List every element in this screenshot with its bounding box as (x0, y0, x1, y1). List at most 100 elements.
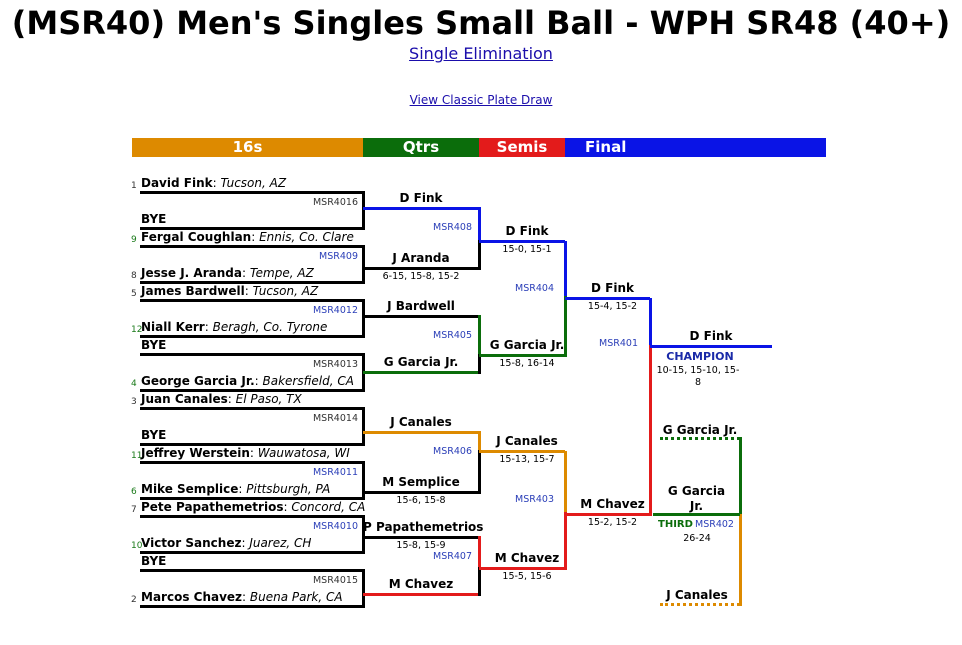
player-entry[interactable]: David Fink: Tucson, AZ (141, 176, 286, 190)
player-name: Jesse J. Aranda (141, 266, 242, 280)
match-code[interactable]: MSR409 (319, 251, 358, 262)
player-name: Marcos Chavez (141, 590, 243, 604)
format-link[interactable]: Single Elimination (409, 44, 553, 63)
name-separator: : (249, 446, 258, 460)
third-label: THIRD (658, 519, 693, 530)
match-connector (361, 461, 365, 500)
match-code[interactable]: MSR4014 (312, 413, 358, 424)
player-name: Jeffrey Werstein (141, 446, 250, 460)
winner-name: J Canales (390, 415, 452, 429)
player-entry[interactable]: George Garcia Jr.: Bakersfield, CA (141, 374, 354, 388)
match-code[interactable]: MSR403 (515, 494, 554, 505)
winner-name: D Fink (591, 281, 634, 295)
seed-number: 7 (131, 505, 137, 515)
classic-draw-link[interactable]: View Classic Plate Draw (409, 93, 553, 107)
player-line (140, 442, 363, 446)
match-code[interactable]: MSR4015 (312, 575, 358, 586)
champion-name: D Fink (689, 329, 733, 343)
third-top-line (660, 436, 740, 440)
seed-number: 6 (131, 487, 137, 497)
player-entry[interactable]: Jesse J. Aranda: Tempe, AZ (141, 266, 314, 280)
winner-name: G Garcia Jr. (383, 355, 459, 369)
match-code[interactable]: MSR404 (515, 283, 554, 294)
match-code[interactable]: MSR4010 (312, 521, 358, 532)
player-name: Fergal Coughlan (141, 230, 252, 244)
player-line (140, 460, 363, 464)
player-entry[interactable]: Mike Semplice: Pittsburgh, PA (141, 482, 330, 496)
seed-number: 4 (131, 379, 137, 389)
winner-name: M Chavez (388, 577, 454, 591)
winner-name: D Fink (505, 224, 549, 238)
player-entry[interactable]: Victor Sanchez: Juarez, CH (141, 536, 311, 550)
player-line (140, 226, 363, 230)
match-score: 15-4, 15-2 (587, 301, 638, 312)
match-score: 15-0, 15-1 (502, 244, 552, 255)
bye-label: BYE (141, 212, 167, 226)
match-code[interactable]: MSR407 (433, 551, 472, 562)
player-location: Beragh, Co. Tyrone (212, 320, 328, 334)
winner-name: J Canales (496, 434, 558, 448)
player-name: James Bardwell (141, 284, 245, 298)
player-entry[interactable]: James Bardwell: Tucson, AZ (141, 284, 318, 298)
match-connector (563, 241, 567, 298)
player-line (140, 568, 363, 572)
match-connector (361, 515, 365, 554)
player-name: David Fink (141, 176, 213, 190)
match-code[interactable]: MSR402 (695, 519, 734, 530)
winner-line (479, 353, 565, 357)
match-code[interactable]: MSR408 (433, 222, 472, 233)
player-entry[interactable]: Niall Kerr: Beragh, Co. Tyrone (141, 320, 327, 334)
bye-label: BYE (141, 554, 167, 568)
name-separator: : (227, 392, 236, 406)
match-code[interactable]: MSR4012 (312, 305, 358, 316)
seed-number: 9 (131, 235, 137, 245)
match-code[interactable]: MSR4011 (312, 467, 358, 478)
match-code[interactable]: MSR406 (433, 446, 472, 457)
match-score: 15-6, 15-8 (396, 495, 446, 506)
round-header-qtrs: Qtrs (363, 138, 479, 157)
player-line (140, 496, 363, 500)
player-entry[interactable]: Pete Papathemetrios: Concord, CA (141, 500, 365, 514)
winner-line (363, 535, 479, 539)
player-name: George Garcia Jr. (141, 374, 255, 388)
match-connector (361, 407, 365, 446)
player-name: Niall Kerr (141, 320, 205, 334)
match-code[interactable]: MSR405 (433, 330, 472, 341)
name-separator: : (251, 230, 260, 244)
player-entry[interactable]: Fergal Coughlan: Ennis, Co. Clare (141, 230, 354, 244)
bye-label: BYE (141, 428, 167, 442)
seed-number: 11 (131, 451, 143, 461)
player-line (140, 334, 363, 338)
winner-line (363, 592, 479, 596)
match-connector (361, 569, 365, 608)
player-line (140, 406, 363, 410)
match-score: 15-5, 15-6 (502, 571, 552, 582)
third-score: 26-24 (683, 533, 711, 544)
match-connector (477, 315, 481, 356)
match-connector (563, 296, 567, 357)
name-separator: : (241, 266, 250, 280)
seed-number: 12 (131, 325, 143, 335)
player-entry[interactable]: Marcos Chavez: Buena Park, CA (141, 590, 343, 604)
player-location: Juarez, CH (249, 536, 312, 550)
match-connector (738, 514, 742, 606)
match-score: 15-8, 15-9 (396, 540, 446, 551)
player-entry[interactable]: Jeffrey Werstein: Wauwatosa, WI (141, 446, 350, 460)
player-name: Victor Sanchez (141, 536, 242, 550)
match-code[interactable]: MSR4016 (312, 197, 358, 208)
name-separator: : (204, 320, 213, 334)
player-entry[interactable]: Juan Canales: El Paso, TX (141, 392, 302, 406)
match-code[interactable]: MSR4013 (312, 359, 358, 370)
page-title: (MSR40) Men's Singles Small Ball - WPH S… (11, 4, 951, 42)
final-score: 10-15, 15-10, 15- 8 (656, 365, 740, 388)
third-bottom-name: J Canales (666, 588, 728, 602)
match-connector (477, 536, 481, 569)
match-code[interactable]: MSR401 (599, 338, 638, 349)
winner-line (565, 296, 650, 300)
seed-number: 3 (131, 397, 137, 407)
match-score: 15-2, 15-2 (587, 517, 638, 528)
name-separator: : (244, 284, 253, 298)
match-connector (477, 207, 481, 242)
winner-line (479, 449, 565, 453)
player-line (140, 514, 363, 518)
